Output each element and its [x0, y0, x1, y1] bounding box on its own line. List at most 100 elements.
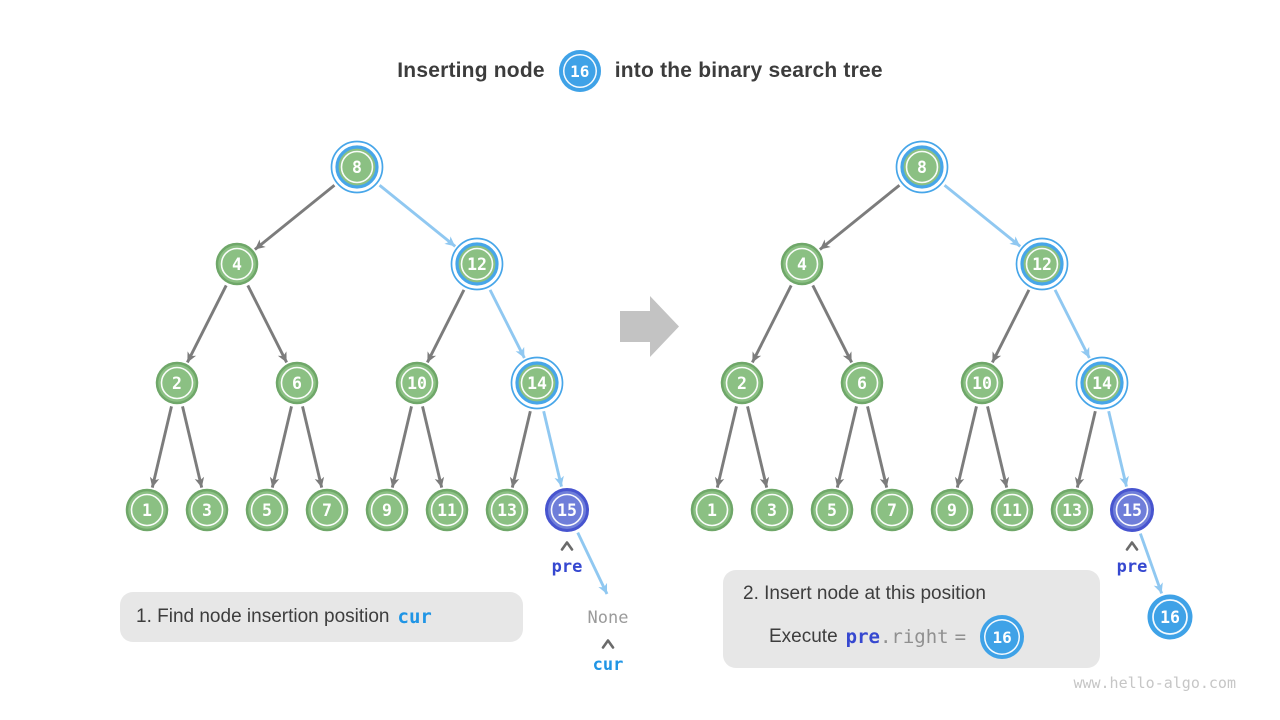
tree-node-value: 9: [382, 501, 392, 520]
transition-arrow-icon: [620, 296, 679, 357]
tree-node-6: 6: [275, 361, 319, 405]
tree-node-value: 4: [232, 255, 242, 274]
tree-node-9: 9: [365, 488, 409, 532]
tree-node-3: 3: [185, 488, 229, 532]
tree-node-14: 14: [510, 356, 564, 410]
tree-edge-12-14: [1053, 289, 1091, 359]
tree-node-value: 7: [322, 501, 332, 520]
tree-node-value: 13: [1062, 501, 1082, 520]
tree-node-13: 13: [485, 488, 529, 532]
tree-edge-14-13: [509, 410, 532, 488]
tree-edge-12-10: [991, 289, 1031, 364]
tree-node-8: 8: [895, 140, 949, 194]
tree-edge-10-11: [421, 406, 445, 488]
tree-node-12: 12: [1015, 237, 1069, 291]
title-text-before: Inserting node: [397, 59, 545, 82]
tree-node-value: 7: [887, 501, 897, 520]
tree-edge-4-6: [246, 284, 288, 364]
tree-edge-8-12: [943, 184, 1022, 248]
tree-edge-4-2: [751, 284, 793, 364]
tree-node-value: 5: [262, 501, 272, 520]
tree-node-14: 14: [1075, 356, 1129, 410]
tree-node-6: 6: [840, 361, 884, 405]
step2-code-pre: pre: [845, 626, 880, 648]
tree-node-4: 4: [215, 242, 259, 286]
step1-code-cur: cur: [397, 606, 432, 628]
tree-node-5: 5: [810, 488, 854, 532]
step2-node-16-value: 16: [992, 627, 1012, 647]
tree-node-value: 8: [917, 158, 927, 177]
tree-edge-2-1: [149, 406, 173, 488]
pointer-label-cur: cur: [593, 655, 624, 675]
tree-edge-10-11: [986, 406, 1010, 488]
tree-edge-8-12: [378, 184, 457, 248]
tree-node-1: 1: [690, 488, 734, 532]
tree-node-value: 1: [707, 501, 717, 520]
tree-node-value: 2: [737, 374, 747, 393]
tree-node-10: 10: [960, 361, 1004, 405]
tree-edge-2-3: [181, 406, 205, 488]
tree-edge-14-15: [542, 410, 564, 487]
title-node-16-value: 16: [570, 61, 590, 81]
tree-node-2: 2: [720, 361, 764, 405]
tree-edge-6-5: [834, 406, 858, 488]
tree-node-1: 1: [125, 488, 169, 532]
tree-node-value: 2: [172, 374, 182, 393]
step2-execute-text: Execute: [769, 626, 838, 647]
caret-up-icon: [1125, 541, 1139, 551]
step2-line2: Execute pre .right = 16: [769, 614, 1100, 660]
tree-edge-6-7: [301, 406, 325, 488]
tree-node-7: 7: [305, 488, 349, 532]
tree-edge-8-4: [253, 184, 336, 251]
tree-node-value: 8: [352, 158, 362, 177]
tree-node-4: 4: [780, 242, 824, 286]
tree-node-value: 9: [947, 501, 957, 520]
tree-node-value: 15: [557, 501, 577, 520]
tree-edge-12-10: [426, 289, 466, 364]
step1-caption: 1. Find node insertion position cur: [120, 592, 523, 642]
step2-node-16: 16: [980, 615, 1025, 659]
tree-edge-12-14: [488, 289, 526, 359]
tree-edge-8-4: [818, 184, 901, 251]
tree-node-value: 14: [1092, 374, 1112, 393]
watermark: www.hello-algo.com: [1073, 674, 1236, 692]
tree-node-value: 12: [1032, 255, 1052, 274]
tree-node-11: 11: [990, 488, 1034, 532]
tree-node-12: 12: [450, 237, 504, 291]
tree-node-value: 3: [202, 501, 212, 520]
tree-edge-14-13: [1074, 410, 1097, 488]
tree-node-value: 10: [972, 374, 992, 393]
tree-node-value: 3: [767, 501, 777, 520]
tree-node-5: 5: [245, 488, 289, 532]
title-node-16: 16: [558, 50, 601, 92]
tree-node-value: 6: [292, 374, 302, 393]
tree-node-value: 11: [437, 501, 457, 520]
title-text-after: into the binary search tree: [614, 59, 883, 82]
tree-node-7: 7: [870, 488, 914, 532]
tree-edge-2-3: [746, 406, 770, 488]
tree-node-9: 9: [930, 488, 974, 532]
step1-text: 1. Find node insertion position: [136, 606, 390, 627]
tree-node-value: 15: [1122, 501, 1142, 520]
pointer-label-none: None: [588, 608, 629, 628]
tree-node-13: 13: [1050, 488, 1094, 532]
tree-edge-10-9: [954, 406, 978, 488]
tree-edge-6-7: [866, 406, 890, 488]
tree-node-value: 14: [527, 374, 547, 393]
tree-node-15: 15: [1110, 488, 1154, 532]
tree-edge-14-15: [1107, 410, 1129, 487]
step2-equals-sign: =: [954, 626, 967, 648]
tree-node-value: 5: [827, 501, 837, 520]
tree-node-10: 10: [395, 361, 439, 405]
step2-caption: 2. Insert node at this position Execute …: [723, 570, 1100, 668]
step2-line1: 2. Insert node at this position: [743, 583, 986, 604]
pointer-label-pre: pre: [552, 557, 583, 577]
tree-edge-4-6: [811, 284, 853, 364]
tree-node-value: 6: [857, 374, 867, 393]
tree-edge-10-9: [389, 406, 413, 488]
tree-edge-6-5: [269, 406, 293, 488]
tree-node-11: 11: [425, 488, 469, 532]
